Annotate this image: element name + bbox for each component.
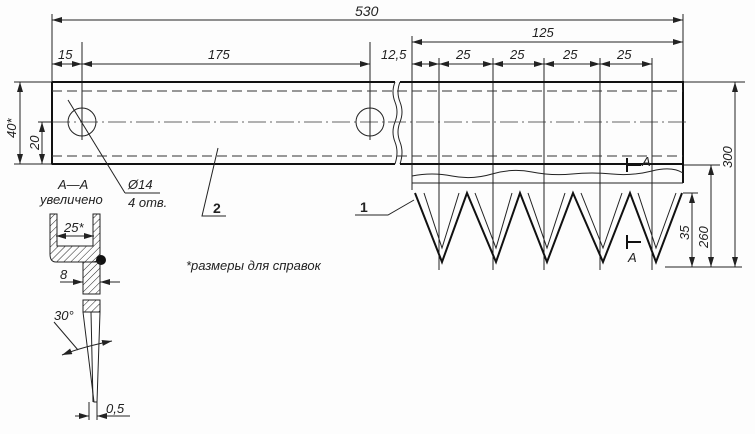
hole — [67, 107, 97, 137]
dim-125: 125 — [532, 25, 554, 40]
dim-section-width: 25* — [63, 220, 84, 235]
dim-15: 15 — [58, 47, 73, 62]
extension-lines — [14, 14, 745, 270]
section-mark: А — [627, 250, 637, 265]
section-mark: А — [641, 154, 651, 169]
dim-175: 175 — [208, 47, 230, 62]
dim-angle: 30° — [54, 308, 74, 323]
dim-25: 25 — [509, 47, 525, 62]
reference-note: *размеры для справок — [186, 258, 322, 273]
saw-teeth — [414, 190, 683, 265]
leaders — [67, 99, 641, 249]
dim-25: 25 — [562, 47, 578, 62]
dim-20: 20 — [27, 135, 42, 151]
dim-40: 40* — [4, 118, 19, 138]
dim-35: 35 — [677, 225, 692, 240]
hole-diameter: Ø14 — [127, 177, 153, 192]
hole-count: 4 отв. — [128, 195, 167, 210]
dim-300: 300 — [720, 146, 735, 168]
dim-edge: 0,5 — [106, 401, 125, 416]
part-label-2: 2 — [213, 200, 221, 216]
section-aa — [49, 213, 130, 420]
dim-12-5: 12,5 — [381, 47, 407, 62]
section-title: А—А — [57, 177, 88, 192]
dim-260: 260 — [696, 226, 711, 249]
dim-25: 25 — [616, 47, 632, 62]
section-subtitle: увеличено — [39, 192, 103, 207]
dimension-lines — [17, 17, 738, 267]
hole — [355, 107, 385, 137]
part-label-1: 1 — [360, 199, 368, 215]
dim-530: 530 — [355, 3, 379, 19]
bar-part — [51, 81, 690, 184]
dim-25: 25 — [455, 47, 471, 62]
dim-section-thickness: 8 — [60, 267, 68, 282]
